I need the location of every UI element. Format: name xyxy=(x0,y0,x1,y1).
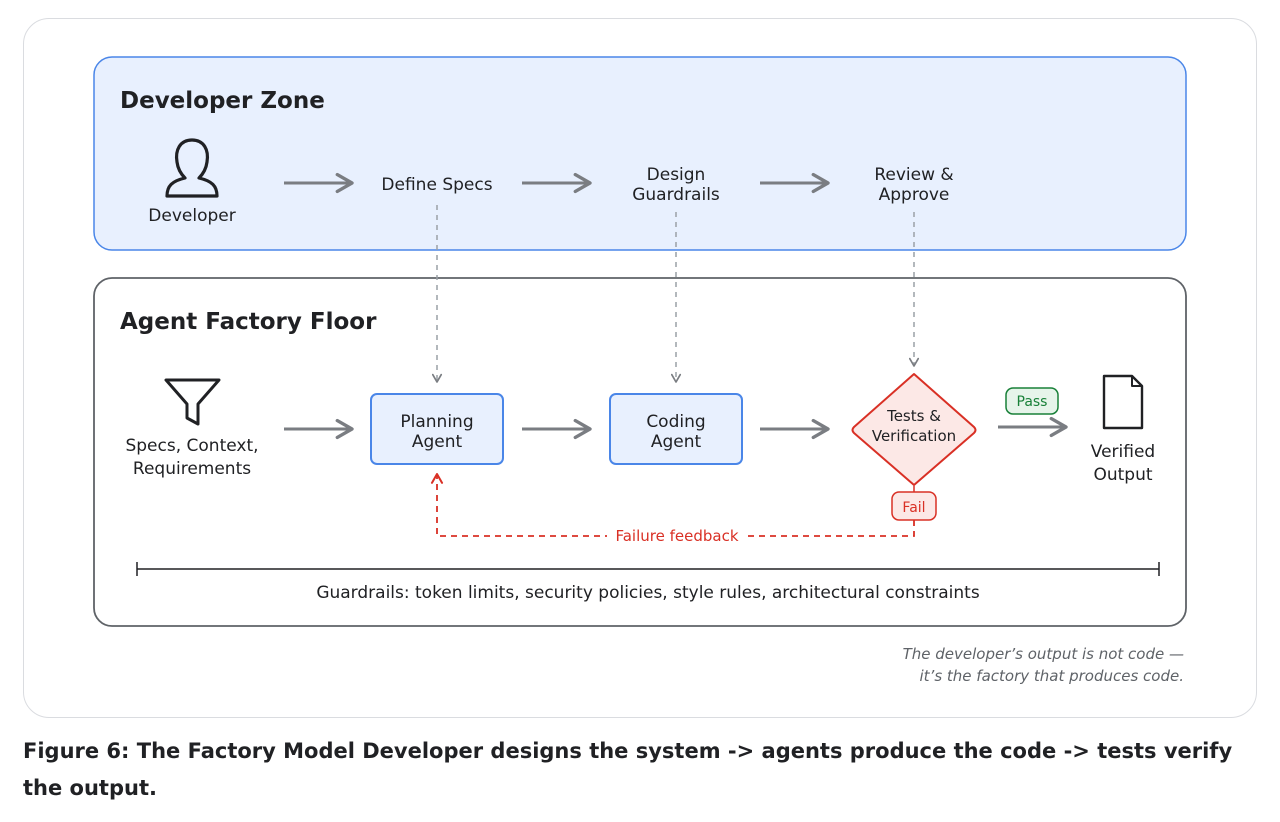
document-icon xyxy=(1102,374,1144,430)
design-guardrails-label-2: Guardrails xyxy=(632,185,720,205)
agent-factory-floor: Agent Factory Floor Specs, Context, Requ… xyxy=(93,205,1187,627)
factory-model-diagram: Developer Zone Developer Define Specs De… xyxy=(93,56,1187,627)
inputs-label-1: Specs, Context, xyxy=(125,436,258,456)
footnote: The developer’s output is not code — it’… xyxy=(903,643,1184,687)
coding-agent-label-2: Agent xyxy=(651,432,702,452)
pass-label: Pass xyxy=(1017,394,1048,410)
footnote-line-1: The developer’s output is not code — xyxy=(902,645,1184,663)
fail-label: Fail xyxy=(902,500,925,516)
planning-agent-label-2: Agent xyxy=(412,432,463,452)
guardrails-bracket xyxy=(136,562,1160,576)
planning-agent-label-1: Planning xyxy=(400,412,473,432)
developer-zone: Developer Zone Developer Define Specs De… xyxy=(93,56,1187,251)
funnel-icon xyxy=(164,378,221,426)
fail-badge: Fail xyxy=(891,491,937,521)
coding-agent-label-1: Coding xyxy=(646,412,705,432)
footnote-line-2: it’s the factory that produces code. xyxy=(919,667,1185,685)
define-specs-label: Define Specs xyxy=(381,175,492,195)
tests-verification-diamond: Tests & Verification xyxy=(851,373,977,486)
verified-output-label-1: Verified xyxy=(1091,442,1155,462)
factory-floor-title: Agent Factory Floor xyxy=(120,309,377,335)
developer-label: Developer xyxy=(148,206,235,226)
review-approve-label-1: Review & xyxy=(874,165,953,185)
feedback-label-bg xyxy=(607,526,747,546)
review-approve-label-2: Approve xyxy=(879,185,950,205)
guardrails-label: Guardrails: token limits, security polic… xyxy=(316,583,980,603)
verified-output-label-2: Output xyxy=(1093,465,1152,485)
pass-badge: Pass xyxy=(1005,387,1059,415)
design-guardrails-label-1: Design xyxy=(647,165,706,185)
tests-label-1: Tests & xyxy=(886,407,941,425)
planning-agent-box: Planning Agent xyxy=(370,393,504,465)
tests-label-2: Verification xyxy=(872,427,956,445)
developer-zone-title: Developer Zone xyxy=(120,88,325,114)
failure-feedback-label: Failure feedback xyxy=(615,527,738,545)
figure-caption: Figure 6: The Factory Model Developer de… xyxy=(23,739,1233,800)
inputs-label-2: Requirements xyxy=(133,459,251,479)
coding-agent-box: Coding Agent xyxy=(609,393,743,465)
person-icon xyxy=(165,138,219,198)
